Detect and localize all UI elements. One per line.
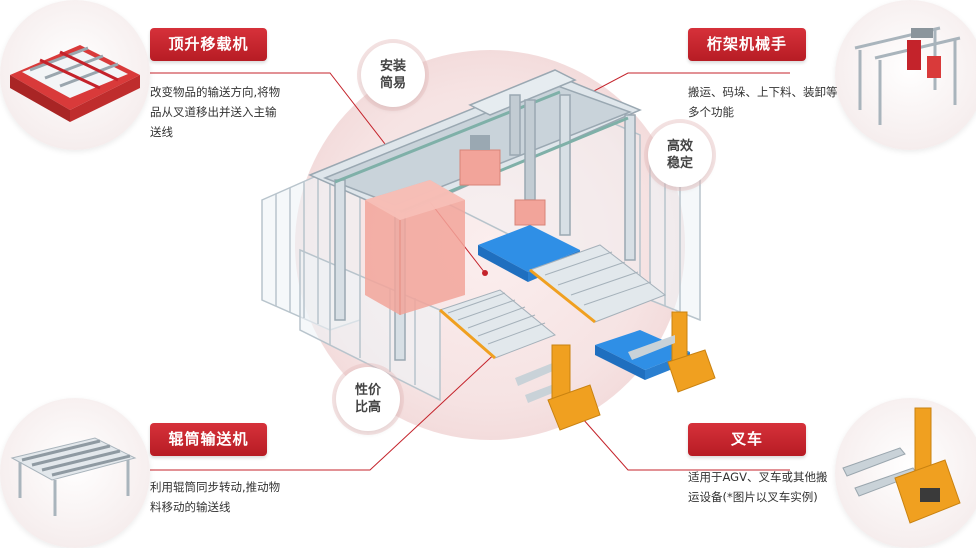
forklift-icon bbox=[835, 398, 976, 548]
desc-jacking-transfer: 改变物品的输送方向,将物 品从叉道移出并送入主输 送线 bbox=[150, 85, 281, 139]
desc-forklift: 适用于AGV、叉车或其他搬 运设备(*图片以叉车实例) bbox=[688, 470, 828, 504]
label-jacking-transfer: 顶升移载机 bbox=[150, 28, 267, 61]
bubble-efficient-stable: 高效 稳定 bbox=[648, 123, 712, 187]
roller-conveyors bbox=[439, 244, 667, 360]
grippers bbox=[459, 135, 546, 226]
leader-forklift bbox=[574, 409, 790, 471]
label-roller-conveyor: 辊筒输送机 bbox=[150, 423, 267, 456]
jacking-transfer-machine-icon bbox=[0, 0, 150, 150]
carton-stack bbox=[365, 180, 465, 315]
label-forklift: 叉车 bbox=[688, 423, 806, 456]
leader-roller bbox=[150, 334, 516, 471]
forklifts bbox=[515, 311, 716, 431]
label-gantry-manipulator: 桁架机械手 bbox=[688, 28, 806, 61]
bubble-easy-install: 安装 简易 bbox=[361, 43, 425, 107]
bubble-cost-effective: 性价 比高 bbox=[336, 367, 400, 431]
gantry-robot-icon bbox=[835, 0, 976, 150]
marker-jacking bbox=[482, 270, 488, 276]
roller-conveyor-icon bbox=[0, 398, 150, 548]
desc-gantry-manipulator: 搬运、码垛、上下料、装卸等 多个功能 bbox=[688, 85, 838, 119]
desc-roller-conveyor: 利用辊筒同步转动,推动物 料移动的输送线 bbox=[150, 480, 281, 514]
